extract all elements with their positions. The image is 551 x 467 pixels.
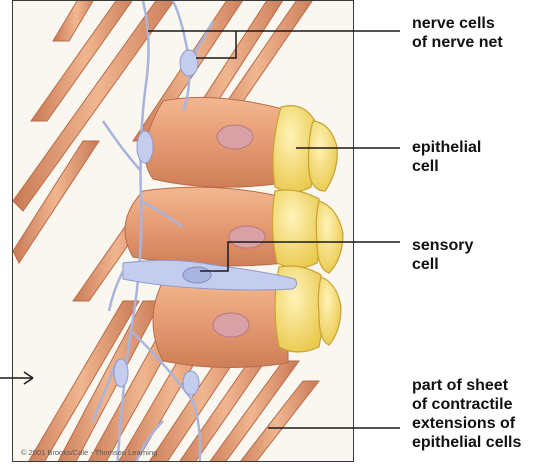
leader-line-nerve-net-b — [196, 31, 236, 58]
leader-line-sensory — [200, 242, 400, 271]
